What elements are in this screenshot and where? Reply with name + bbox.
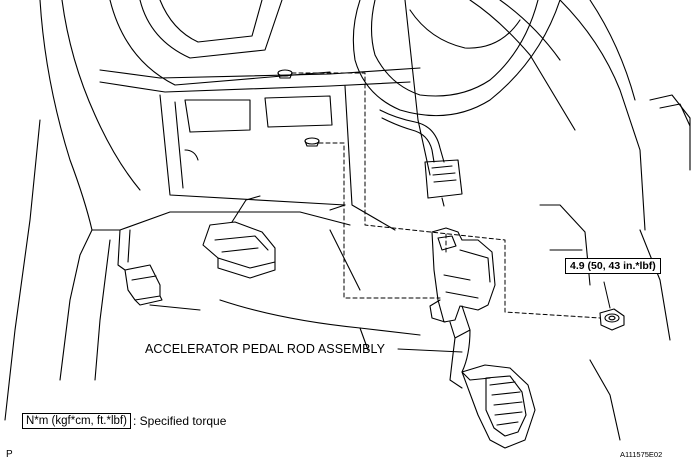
- wire-harness: [379, 109, 445, 163]
- leader-lines: [291, 72, 601, 319]
- figure-id: A111575E02: [620, 450, 663, 459]
- mounting-stud-lower: [304, 137, 320, 147]
- lower-dash-panel: [159, 85, 396, 231]
- corner-code: P: [6, 449, 13, 460]
- torque-spec-box: 4.9 (50, 43 in.*lbf): [565, 258, 661, 274]
- legend: N*m (kgf*cm, ft.*lbf) : Specified torque: [22, 413, 226, 429]
- nut-icon: [599, 308, 625, 331]
- legend-unit-box: N*m (kgf*cm, ft.*lbf): [22, 413, 131, 429]
- mounting-stud-upper: [277, 69, 293, 79]
- callout-leader: [397, 281, 611, 353]
- pedal-pad: [202, 195, 276, 279]
- dashboard-outline: [39, 0, 576, 231]
- accelerator-pedal-assembly: [429, 227, 536, 449]
- steering-wheel: [352, 0, 691, 231]
- connector-plug: [424, 159, 463, 207]
- part-callout-label: ACCELERATOR PEDAL ROD ASSEMBLY: [145, 342, 386, 356]
- brake-pedal: [117, 229, 163, 306]
- legend-description: : Specified torque: [132, 414, 227, 428]
- floor-outline: [4, 119, 671, 441]
